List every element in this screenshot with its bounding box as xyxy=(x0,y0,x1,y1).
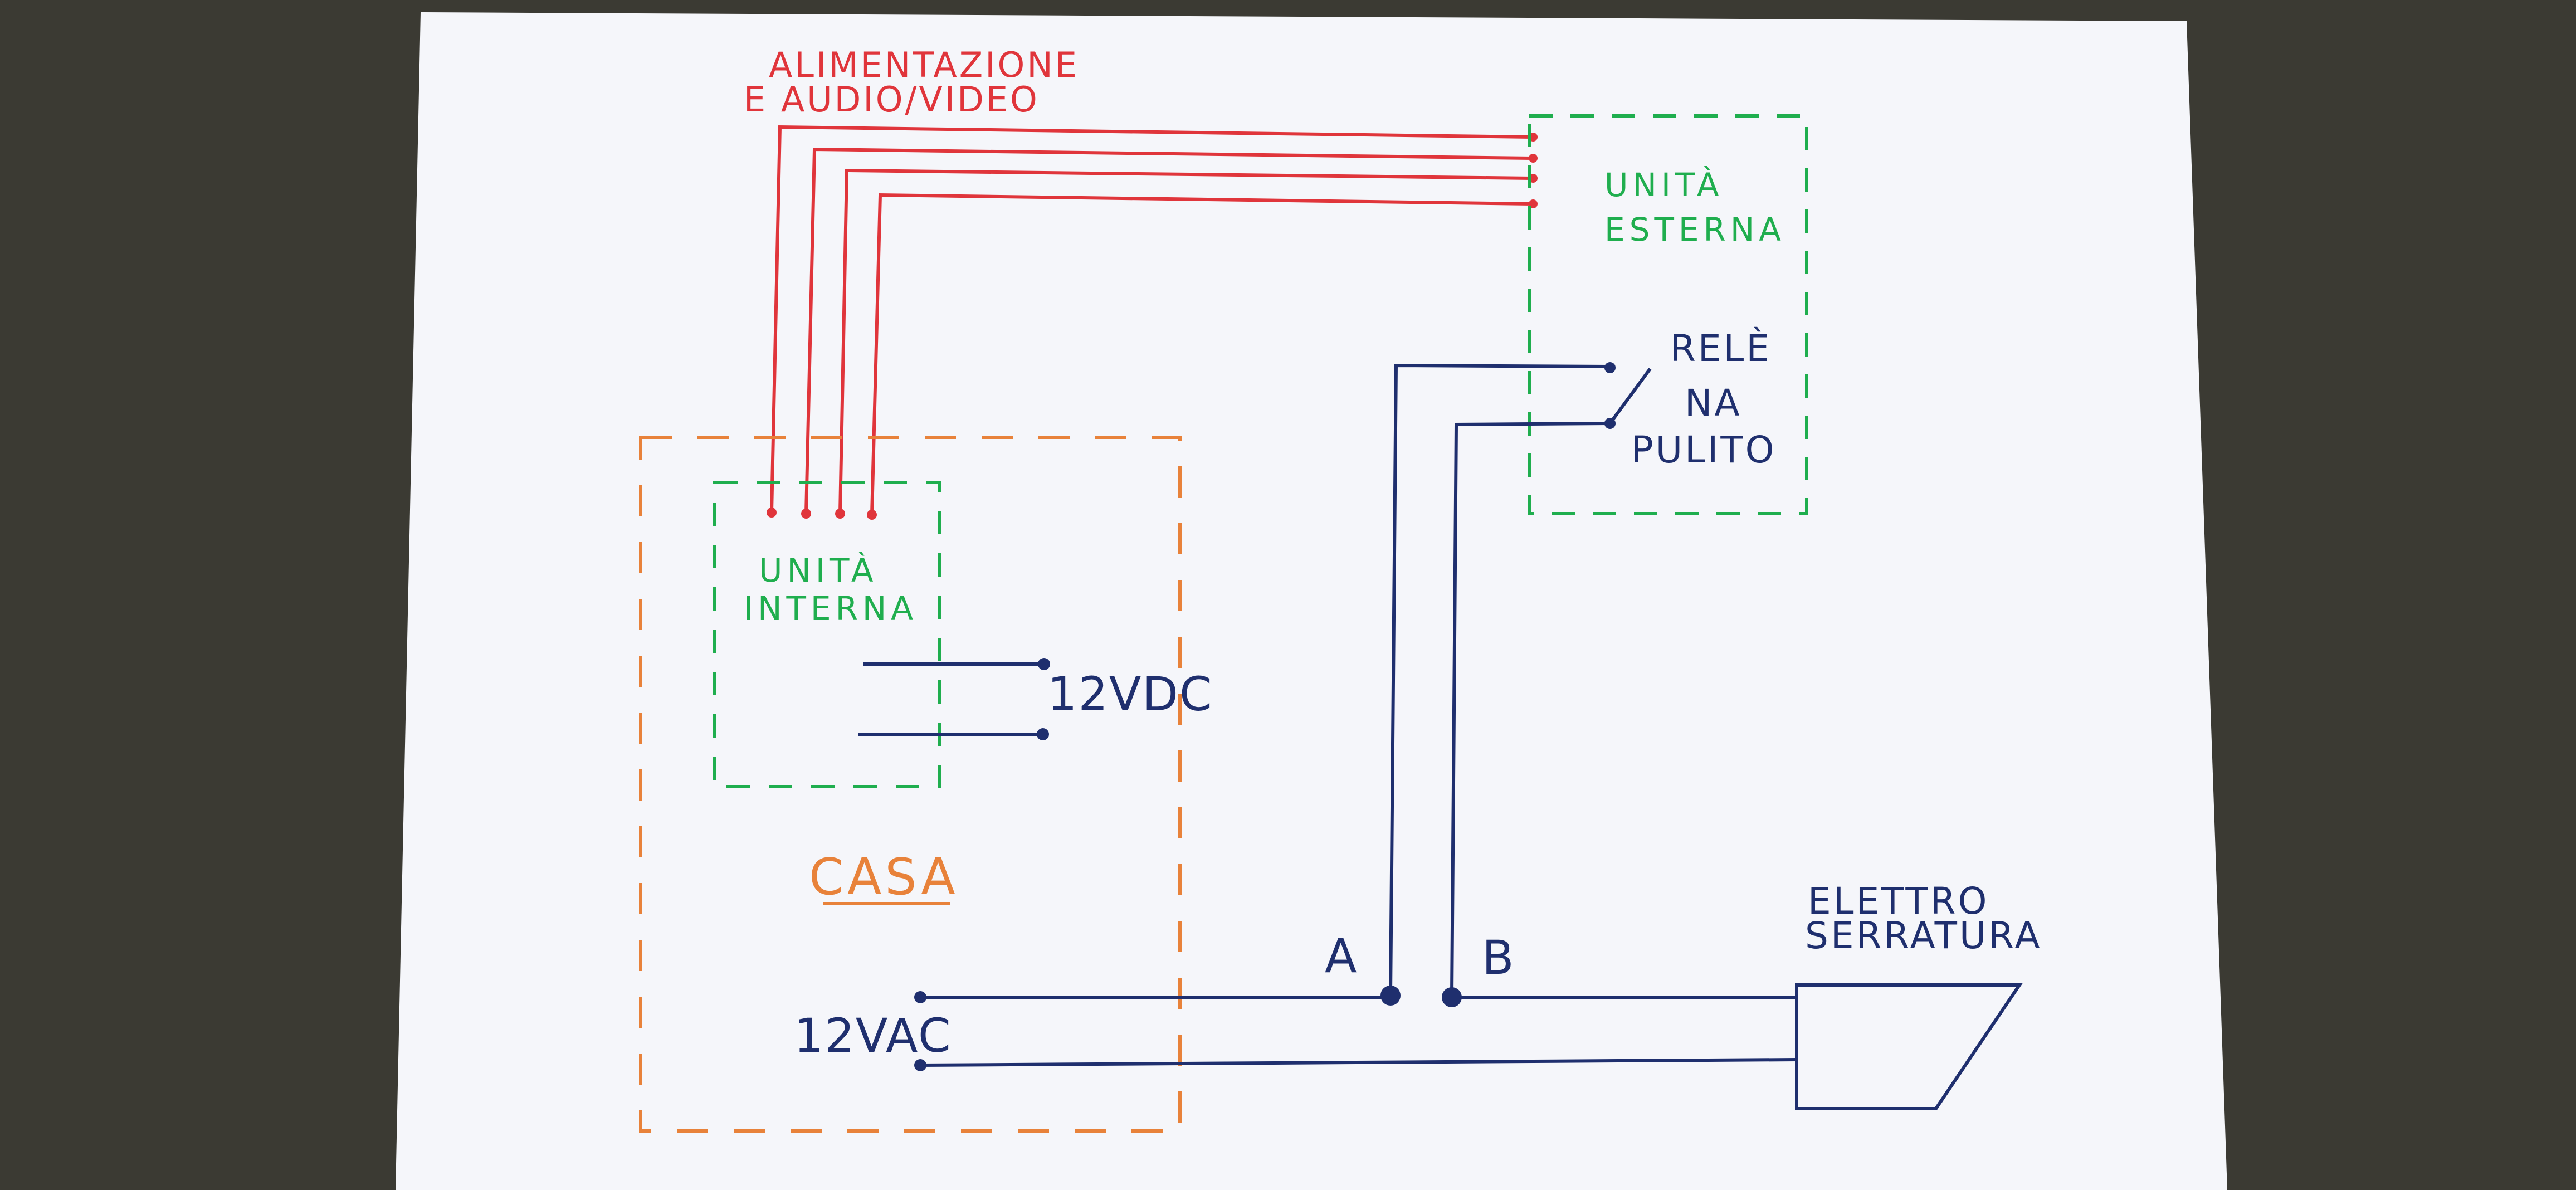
internal-unit-box xyxy=(713,481,941,788)
ac-terminals xyxy=(914,986,1462,1071)
power-av-wire-3 xyxy=(838,168,1533,514)
relay-terminals xyxy=(1604,362,1616,429)
power-label-line1: ALIMENTAZIONE xyxy=(769,45,1079,85)
terminal-dot xyxy=(801,509,811,519)
internal-unit-label-line1: UNITÀ xyxy=(759,551,878,589)
ac-circuit-wires xyxy=(920,996,1797,1067)
house-box xyxy=(639,436,1182,1133)
terminal-dot xyxy=(1037,728,1049,740)
terminal-dot xyxy=(835,509,845,519)
electric-lock-symbol xyxy=(1795,983,2023,1110)
terminal-b-dot xyxy=(1442,987,1462,1007)
power-av-cables xyxy=(770,125,1533,515)
terminal-dot xyxy=(1529,154,1538,163)
relay-feed-wires xyxy=(1389,363,1609,998)
relay-label-line2: NA xyxy=(1685,382,1742,425)
external-unit-label-line2: ESTERNA xyxy=(1604,211,1785,248)
terminal-a-dot xyxy=(1380,986,1401,1006)
relay-label-line3: PULITO xyxy=(1631,428,1777,471)
terminal-dot xyxy=(914,991,926,1003)
power-label-line2: E AUDIO/VIDEO xyxy=(744,79,1040,120)
terminal-dot xyxy=(867,510,877,520)
relay-wire-a xyxy=(1389,363,1609,996)
relay-wire-b xyxy=(1450,422,1609,998)
ac-supply-label: 12VAC xyxy=(794,1008,952,1063)
lock-label-line2: SERRATURA xyxy=(1805,914,2042,957)
lock-label-line1: ELETTRO xyxy=(1808,880,1989,923)
power-av-wire-4 xyxy=(870,193,1533,515)
relay-contact xyxy=(1608,368,1652,425)
terminal-a-label: A xyxy=(1325,929,1358,983)
terminal-dot xyxy=(1038,658,1050,670)
terminal-dot xyxy=(914,1059,926,1071)
terminal-dot xyxy=(1604,418,1616,429)
internal-unit-label-line2: INTERNA xyxy=(744,589,918,627)
terminal-dot xyxy=(1604,362,1616,373)
ac-wire-return xyxy=(920,1058,1797,1067)
power-av-wire-2 xyxy=(804,147,1533,514)
dc-supply-label: 12VDC xyxy=(1047,667,1213,721)
relay-label-line1: RELÈ xyxy=(1670,326,1772,370)
terminal-b-label: B xyxy=(1482,930,1515,985)
terminal-dot xyxy=(767,508,777,518)
paper-sheet xyxy=(396,12,2227,1190)
dc-supply-terminals xyxy=(1037,658,1050,740)
dc-supply-wires xyxy=(858,662,1044,736)
relay-switch-arm xyxy=(1608,368,1652,425)
external-unit-box xyxy=(1528,114,1808,515)
house-label: CASA xyxy=(809,848,959,906)
power-av-wire-1 xyxy=(770,125,1533,513)
external-unit-label-line1: UNITÀ xyxy=(1604,165,1724,204)
